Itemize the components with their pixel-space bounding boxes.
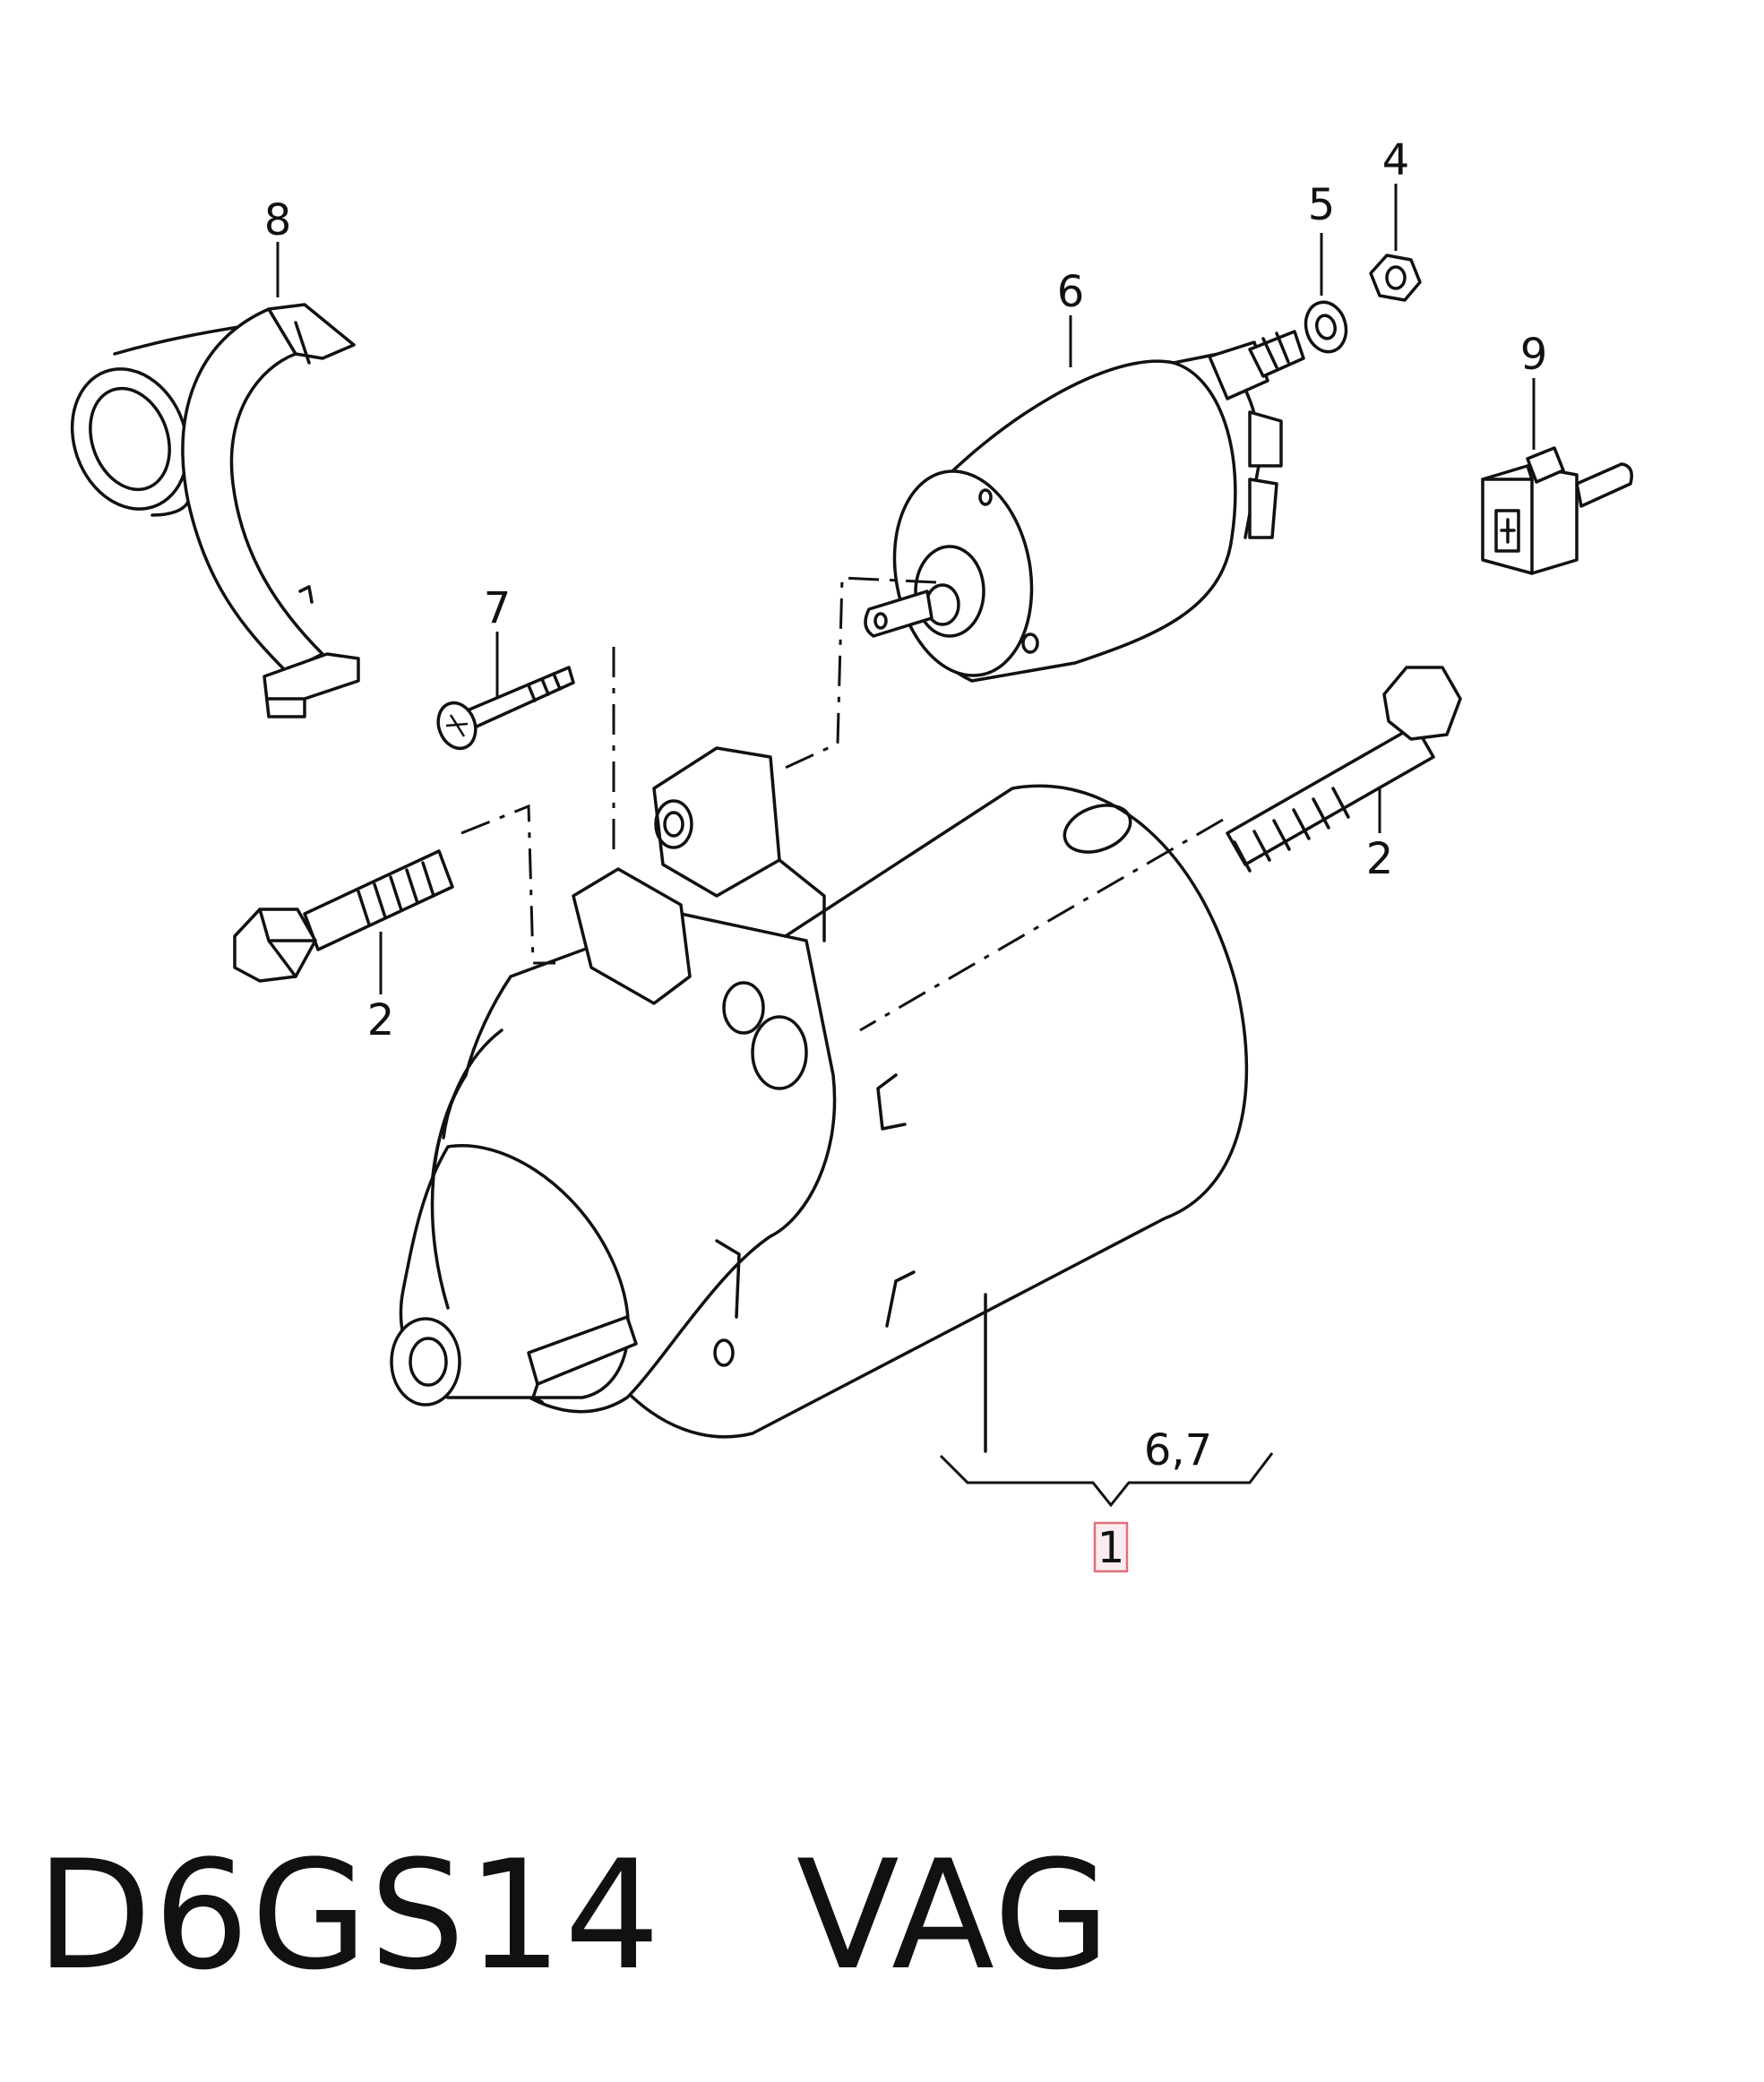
part-1-starter-motor xyxy=(390,746,1249,1453)
part-7-screw xyxy=(436,666,575,751)
part-9-connector xyxy=(1481,446,1633,575)
part-5-washer xyxy=(1304,300,1348,354)
callout-8: 8 xyxy=(264,195,292,245)
part-code: D6GS14 xyxy=(36,1828,662,2003)
callout-6-7: 6,7 xyxy=(1144,1425,1212,1475)
callout-2-left: 2 xyxy=(367,995,395,1045)
callout-2-right: 2 xyxy=(1366,834,1394,884)
callout-1: 1 xyxy=(1097,1523,1125,1573)
callout-5: 5 xyxy=(1308,180,1336,230)
part-2-bolt-right xyxy=(1226,666,1462,873)
brand-name: VAG xyxy=(796,1828,1113,2003)
part-8-bracket xyxy=(70,303,360,718)
assembly-guide-lines xyxy=(460,576,1224,1032)
callout-1-highlight xyxy=(1093,1521,1129,1573)
part-6-solenoid xyxy=(864,330,1305,683)
callout-bracket xyxy=(939,1452,1274,1508)
callout-6: 6 xyxy=(1057,267,1085,317)
part-2-bolt-left xyxy=(233,849,454,983)
callout-7: 7 xyxy=(484,583,512,633)
callout-4: 4 xyxy=(1382,135,1410,185)
part-4-nut xyxy=(1369,254,1422,302)
callout-9: 9 xyxy=(1520,330,1548,380)
footer-caption: D6GS14 VAG xyxy=(36,1828,1112,2003)
